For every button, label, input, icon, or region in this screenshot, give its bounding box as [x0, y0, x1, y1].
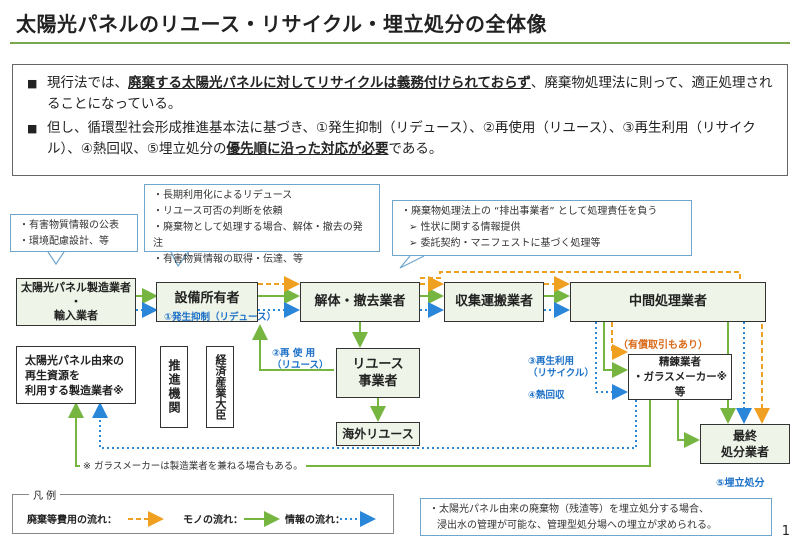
summary-2-post: である。	[388, 141, 443, 157]
summary-2-pre: 但し、循環型社会形成推進基本法に基づき、①発生抑制（リデュース）、②再使用（リユ…	[47, 120, 756, 157]
node-reuse-line: リユース	[352, 357, 404, 372]
summary-box: 現行法では、廃棄する太陽光パネルに対してリサイクルは義務付けられておらず、廃棄物…	[12, 64, 788, 176]
callout-disposal: ・廃棄物処理法上の “排出事業者” として処理責任を負う ➢ 性状に関する情報提…	[392, 200, 692, 256]
legend-info: 情報の流れ：	[285, 515, 345, 526]
legend-cost: 廃棄等費用の流れ：	[27, 515, 117, 526]
label-recycle: ③再生利用 （リサイクル）	[528, 356, 594, 380]
node-recycled-line: 利用する製造業者※	[25, 383, 124, 397]
node-final-line: 処分業者	[720, 445, 769, 459]
node-refiner-line: ・ガラスメーカー※等	[633, 370, 727, 398]
node-intermediate-label: 中間処理業者	[628, 294, 707, 309]
node-collector: 収集運搬業者	[444, 282, 544, 322]
label-paid-transaction: （有償取引もあり）	[618, 340, 708, 351]
node-equipment-owner: 設備所有者	[156, 282, 258, 322]
callout-owner: ・長期利用化によるリデュース ・リユース可否の判断を依頼 ・廃棄物として処理する…	[144, 184, 380, 265]
label-landfill: ⑤埋立処分	[716, 478, 765, 489]
node-final-disposal: 最終 処分業者	[700, 424, 790, 464]
label-recycle-line: （リサイクル）	[528, 368, 595, 379]
callout-maker: ・有害物質情報の公表 ・環境配慮設計、等	[10, 214, 138, 252]
summary-2-emph: 優先順に沿った対応が必要	[226, 141, 389, 157]
callout-landfill-line: ・太陽光パネル由来の廃棄物（残渣等）を埋立処分する場合、	[429, 504, 709, 515]
node-manufacturer: 太陽光パネル製造業者 ・ 輸入業者	[16, 278, 136, 326]
label-reuse-line: （リユース）	[272, 360, 329, 371]
page-title: 太陽光パネルのリユース・リサイクル・埋立処分の全体像	[16, 12, 547, 36]
node-recycled-line: 再生資源を	[25, 368, 80, 382]
node-meti-minister: 経済産業大臣	[206, 346, 234, 428]
callout-maker-line: ・有害物質情報の公表	[19, 220, 119, 231]
node-promo-label: 推進機関	[167, 359, 181, 415]
label-heat-recovery: ④熱回収	[528, 390, 565, 401]
summary-1-emph: 廃棄する太陽光パネルに対してリサイクルは義務付けられておらず	[128, 75, 531, 91]
node-meti-label: 経済産業大臣	[214, 354, 227, 420]
callout-maker-line: ・環境配慮設計、等	[19, 236, 109, 247]
title-rule	[10, 42, 790, 44]
label-recycle-line: ③再生利用	[528, 356, 575, 367]
callout-owner-line: ・リユース可否の判断を依頼	[153, 206, 283, 217]
callout-disposal-line: ➢ 委託契約・マニフェストに基づく処理等	[409, 238, 601, 249]
node-recycled-line: 太陽光パネル由来の	[25, 353, 124, 367]
node-reuse-business: リユース 事業者	[336, 348, 420, 398]
label-reuse: ②再 使 用 （リユース）	[272, 348, 329, 372]
callout-owner-line: ・有害物質情報の取得・伝達、等	[153, 254, 303, 265]
label-reduce: ①発生抑制（リデュース）	[164, 312, 277, 323]
callout-landfill: ・太陽光パネル由来の廃棄物（残渣等）を埋立処分する場合、 浸出水の管理が可能な、…	[420, 498, 772, 536]
node-dismantler-label: 解体・撤去業者	[314, 294, 406, 309]
node-final-line: 最終	[732, 429, 757, 443]
node-manufacturer-line: ・	[70, 295, 82, 308]
node-dismantler: 解体・撤去業者	[300, 282, 420, 322]
node-manufacturer-line: 輸入業者	[54, 309, 98, 322]
node-overseas-reuse: 海外リユース	[336, 422, 420, 446]
callout-owner-line: ・廃棄物として処理する場合、解体・撤去の発注	[153, 222, 363, 249]
callout-disposal-line: ➢ 性状に関する情報提供	[409, 222, 521, 233]
node-owner-label: 設備所有者	[174, 291, 240, 306]
node-refiner: 精錬業者 ・ガラスメーカー※等	[628, 354, 732, 400]
node-overseas-label: 海外リユース	[342, 427, 414, 441]
callout-disposal-line: ・廃棄物処理法上の “排出事業者” として処理責任を負う	[401, 206, 658, 217]
label-reuse-line: ②再 使 用	[272, 348, 316, 359]
page-number: 1	[781, 524, 790, 539]
legend: 凡 例 廃棄等費用の流れ： モノの流れ： 情報の流れ：	[12, 487, 394, 534]
node-reuse-line: 事業者	[358, 374, 398, 389]
callout-owner-line: ・長期利用化によるリデュース	[153, 190, 293, 201]
node-collector-label: 収集運搬業者	[454, 294, 533, 309]
node-promotion-agency: 推進機関	[160, 346, 188, 428]
glass-maker-note: ※ ガラスメーカーは製造業者を兼ねる場合もある。	[80, 458, 306, 472]
summary-point-2: 但し、循環型社会形成推進基本法に基づき、①発生抑制（リデュース）、②再使用（リユ…	[27, 118, 773, 160]
summary-1-post: 、廃棄物処理法に則って、適正処理されることになっている。	[47, 75, 773, 112]
callout-landfill-line: 浸出水の管理が可能な、管理型処分場への埋立が求められる。	[437, 520, 717, 531]
node-manufacturer-line: 太陽光パネル製造業者	[21, 281, 131, 294]
node-recycled-resource-maker: 太陽光パネル由来の 再生資源を 利用する製造業者※	[16, 346, 136, 404]
node-intermediate-processor: 中間処理業者	[570, 282, 766, 322]
node-refiner-line: 精錬業者	[659, 355, 701, 368]
legend-goods: モノの流れ：	[183, 515, 243, 526]
summary-1-pre: 現行法では、	[47, 75, 128, 91]
legend-title: 凡 例	[29, 487, 61, 502]
summary-point-1: 現行法では、廃棄する太陽光パネルに対してリサイクルは義務付けられておらず、廃棄物…	[27, 73, 773, 115]
